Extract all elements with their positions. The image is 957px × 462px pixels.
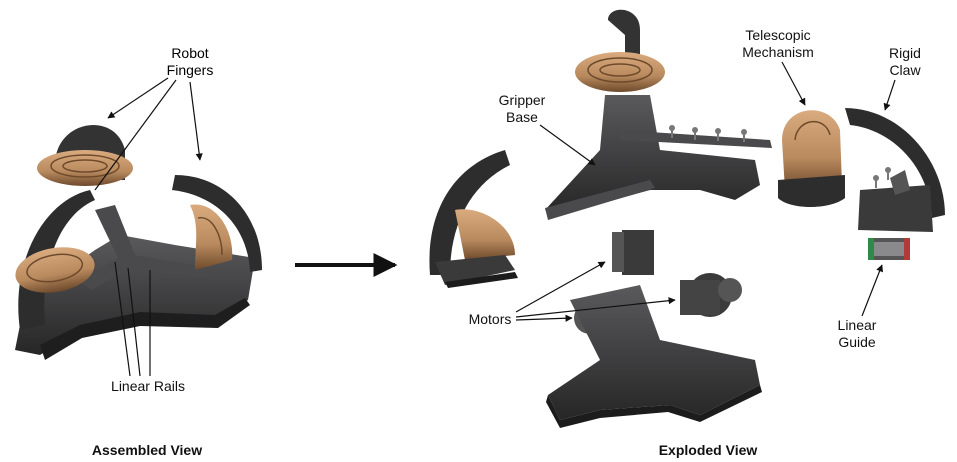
svg-text:Gripper: Gripper xyxy=(499,92,546,108)
assembled-left-claw xyxy=(18,190,95,330)
svg-text:Robot: Robot xyxy=(171,45,208,61)
svg-text:Linear: Linear xyxy=(838,317,877,333)
svg-text:Linear Rails: Linear Rails xyxy=(111,378,185,394)
label-rigid-claw: Rigid Claw xyxy=(889,45,921,78)
exploded-telescopic-mechanism xyxy=(778,110,845,207)
svg-text:Motors: Motors xyxy=(469,311,512,327)
assembled-gripper xyxy=(15,124,262,360)
svg-text:Claw: Claw xyxy=(889,62,921,78)
svg-text:Mechanism: Mechanism xyxy=(742,44,814,60)
label-telescopic-mechanism: Telescopic Mechanism xyxy=(742,27,814,60)
label-linear-guide: Linear Guide xyxy=(838,317,877,350)
exploded-screws xyxy=(669,125,891,188)
label-motors: Motors xyxy=(469,311,512,327)
caption-assembled-view: Assembled View xyxy=(92,442,202,458)
svg-text:Base: Base xyxy=(506,109,538,125)
label-linear-rails: Linear Rails xyxy=(111,378,185,394)
caption-exploded-view: Exploded View xyxy=(659,442,758,458)
assembled-rails xyxy=(80,205,210,290)
svg-text:Telescopic: Telescopic xyxy=(745,27,810,43)
assembled-right-claw xyxy=(172,175,262,272)
exploded-rigid-claw xyxy=(845,108,945,232)
label-gripper-base: Gripper Base xyxy=(499,92,546,125)
exploded-lower-base xyxy=(546,285,762,428)
svg-text:Guide: Guide xyxy=(838,334,876,350)
exploded-gripper-base xyxy=(545,9,772,220)
svg-text:Rigid: Rigid xyxy=(889,45,921,61)
svg-text:Fingers: Fingers xyxy=(167,62,214,78)
exploded-linear-guide xyxy=(868,238,910,260)
exploded-claw-finger xyxy=(429,150,518,288)
label-robot-fingers: Robot Fingers xyxy=(167,45,214,78)
